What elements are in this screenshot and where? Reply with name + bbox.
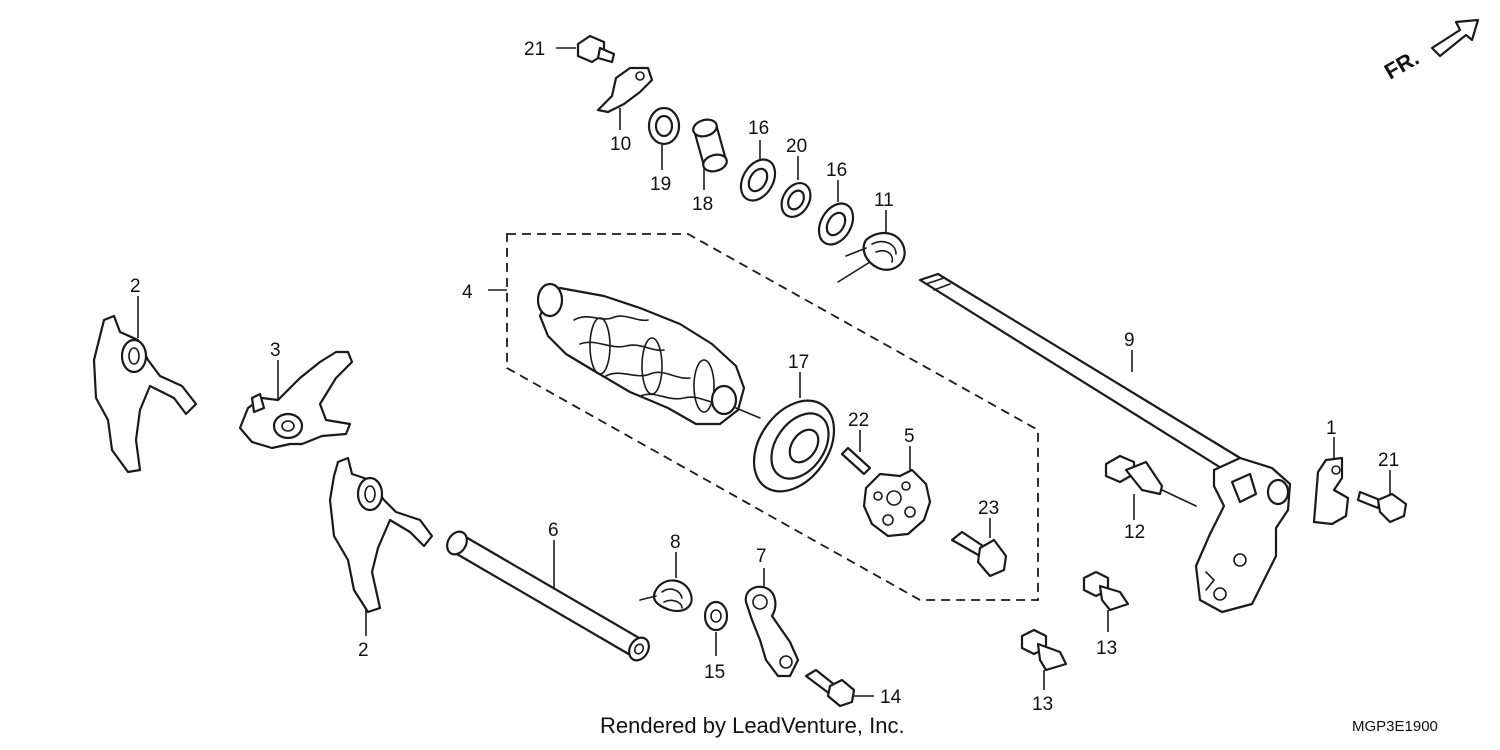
callout-11: 11: [874, 190, 894, 211]
washer-16-a: [739, 158, 777, 202]
callout-8: 8: [670, 532, 681, 553]
stopper-arm-7: [744, 585, 800, 678]
callout-21-right: 21: [1378, 450, 1399, 471]
bolt-14: [804, 668, 856, 708]
callout-15: 15: [704, 662, 725, 683]
callout-21-top: 21: [524, 39, 545, 60]
diagram-code: MGP3E1900: [1352, 718, 1438, 735]
bolt-21-top: [576, 34, 616, 64]
callout-5: 5: [904, 426, 915, 447]
callout-1: 1: [1326, 418, 1337, 439]
callout-22: 22: [848, 410, 869, 431]
shift-fork-3: [238, 350, 354, 450]
callout-2-lower: 2: [358, 640, 369, 661]
collar-15: [703, 600, 729, 632]
front-direction-label: FR.: [1380, 45, 1423, 84]
shift-fork-2-upper: [92, 314, 198, 474]
callout-23: 23: [978, 498, 999, 519]
shift-drum-center-5: [862, 468, 932, 538]
callout-2-upper: 2: [130, 276, 141, 297]
callout-13-lower: 13: [1032, 694, 1053, 715]
pin-bolt-12: [1104, 454, 1197, 507]
front-direction-arrow: FR.: [1380, 18, 1480, 84]
callout-19: 19: [650, 174, 671, 195]
return-spring-11: [837, 231, 906, 283]
needle-bearing-18: [692, 118, 728, 173]
shift-fork-shaft-6: [446, 530, 650, 662]
callout-17: 17: [788, 352, 809, 373]
shift-drum-assembly-outline: [506, 233, 1039, 601]
guide-plate-1: [1312, 456, 1350, 526]
bolt-13-upper: [1082, 570, 1130, 612]
callout-10: 10: [610, 134, 631, 155]
washer-16-b: [817, 202, 855, 246]
callout-9: 9: [1124, 330, 1135, 351]
callout-3: 3: [270, 340, 281, 361]
callout-13-upper: 13: [1096, 638, 1117, 659]
render-credit: Rendered by LeadVenture, Inc.: [600, 713, 905, 738]
callout-6: 6: [548, 520, 559, 541]
oil-seal-19: [647, 106, 681, 146]
callout-4: 4: [462, 282, 473, 303]
gearshift-spindle-9: [918, 272, 1292, 614]
callout-16-left: 16: [748, 118, 769, 139]
callout-16-right: 16: [826, 160, 847, 181]
callout-7: 7: [756, 546, 767, 567]
dowel-pin-22: [840, 446, 872, 476]
callout-20: 20: [786, 136, 807, 157]
shift-drum: [536, 282, 761, 426]
bearing-17: [752, 399, 836, 493]
bolt-21-right: [1356, 490, 1408, 524]
bolt-13-lower: [1020, 628, 1068, 672]
snap-ring-20: [780, 182, 812, 218]
bolt-23: [950, 530, 1008, 578]
shift-fork-2-lower: [328, 456, 434, 614]
callout-18: 18: [692, 194, 713, 215]
callout-12: 12: [1124, 522, 1145, 543]
callout-14: 14: [880, 687, 902, 708]
stopper-spring-8: [639, 579, 693, 613]
